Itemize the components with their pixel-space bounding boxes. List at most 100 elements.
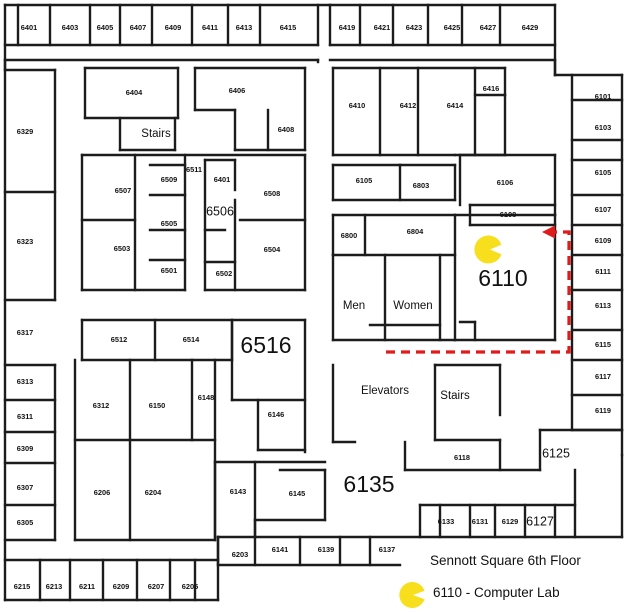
room-number-label: 6512 — [111, 335, 127, 344]
room-number-label: 6803 — [413, 181, 429, 190]
stairs-top-label: Stairs — [141, 128, 171, 140]
room-number-label: 6205 — [182, 582, 198, 591]
room-number-label: 6401 — [21, 23, 37, 32]
stairs-mid-label: Stairs — [440, 390, 470, 402]
room-number-label: 6209 — [113, 582, 129, 591]
room-number-label: 6804 — [407, 227, 424, 236]
room-number-label: 6137 — [379, 545, 395, 554]
legend-computer-lab: 6110 - Computer Lab — [433, 585, 560, 600]
room-number-label: 6800 — [341, 231, 357, 240]
room-number-label: 6416 — [483, 84, 499, 93]
room-number-label: 6407 — [130, 23, 146, 32]
room-number-label: 6421 — [374, 23, 390, 32]
room-number-label: 6204 — [145, 488, 162, 497]
room-number-label: 6103 — [595, 123, 611, 132]
room-number-label: 6213 — [46, 582, 62, 591]
room-number-label: 6203 — [232, 550, 248, 559]
mens-restroom-label: Men — [343, 300, 365, 312]
room-number-label: 6415 — [280, 23, 296, 32]
room-number-label: 6408 — [278, 125, 294, 134]
room-number-label: 6131 — [472, 517, 488, 526]
room-number-label: 6117 — [595, 372, 611, 381]
room-number-label: 6509 — [161, 175, 177, 184]
legend-pacman-shape — [399, 582, 425, 608]
room-number-label: 6305 — [17, 518, 33, 527]
room-number-label: 6313 — [17, 377, 33, 386]
room-number-label: 6502 — [216, 269, 232, 278]
room-number-label: 6133 — [438, 517, 454, 526]
room-number-label: 6412 — [400, 101, 416, 110]
room-number-label: 6501 — [161, 266, 177, 275]
floor-plan-walls — [3, 3, 624, 602]
pacman-icon — [399, 582, 425, 608]
room-6135-label: 6135 — [343, 471, 394, 497]
room-labels: 6401 6403 6405 6407 6409 6411 6413 6415 6419 6421… — [14, 23, 611, 591]
room-number-label: 6118 — [454, 453, 470, 462]
room-number-label: 6329 — [17, 127, 33, 136]
room-6506-label: 6506 — [206, 204, 234, 218]
room-number-label: 6150 — [149, 401, 165, 410]
room-number-label: 6503 — [114, 244, 130, 253]
room-number-label: 6427 — [480, 23, 496, 32]
room-number-label: 6206 — [94, 488, 110, 497]
room-number-label: 6514 — [183, 335, 200, 344]
room-number-label: 6311 — [17, 412, 33, 421]
room-number-label: 6108 — [500, 210, 516, 219]
room-number-label: 6511 — [186, 165, 202, 174]
room-number-label: 6425 — [444, 23, 460, 32]
room-number-label: 6211 — [79, 582, 95, 591]
room-number-label: 6404 — [126, 88, 143, 97]
room-number-label: 6113 — [595, 301, 611, 310]
room-number-label: 6106 — [497, 178, 513, 187]
room-number-label: 6406 — [229, 86, 245, 95]
room-number-label: 6141 — [272, 545, 288, 554]
room-number-label: 6505 — [161, 219, 177, 228]
room-number-label: 6129 — [502, 517, 518, 526]
room-number-label: 6101 — [595, 92, 611, 101]
room-number-label: 6507 — [115, 186, 131, 195]
route-path — [386, 230, 571, 354]
room-number-label: 6429 — [522, 23, 538, 32]
room-number-label: 6105 — [356, 176, 372, 185]
room-number-label: 6508 — [264, 189, 280, 198]
room-number-label: 6403 — [62, 23, 78, 32]
room-number-label: 6215 — [14, 582, 30, 591]
room-number-label: 6401 — [214, 175, 230, 184]
room-6125-label: 6125 — [542, 446, 570, 460]
room-number-label: 6323 — [17, 237, 33, 246]
room-number-label: 6411 — [202, 23, 218, 32]
room-number-label: 6309 — [17, 444, 33, 453]
room-6110-label: 6110 — [478, 265, 527, 291]
room-number-label: 6413 — [236, 23, 252, 32]
room-number-label: 6107 — [595, 205, 611, 214]
arrow-left-icon — [542, 225, 555, 239]
room-number-label: 6414 — [447, 101, 464, 110]
room-number-label: 6410 — [349, 101, 365, 110]
room-number-label: 6105 — [595, 168, 611, 177]
room-number-label: 6207 — [148, 582, 164, 591]
room-6516-label: 6516 — [240, 332, 291, 358]
pacman-icon — [474, 235, 502, 264]
room-number-label: 6145 — [289, 489, 305, 498]
room-number-label: 6111 — [595, 267, 611, 276]
room-6127-label: 6127 — [526, 514, 554, 528]
room-number-label: 6109 — [595, 236, 611, 245]
room-number-label: 6307 — [17, 483, 33, 492]
room-number-label: 6405 — [97, 23, 113, 32]
room-number-label: 6143 — [230, 487, 246, 496]
room-number-label: 6148 — [198, 393, 214, 402]
room-number-label: 6146 — [268, 410, 284, 419]
womens-restroom-label: Women — [393, 300, 432, 312]
map-title: Sennott Square 6th Floor — [430, 553, 581, 568]
room-number-label: 6139 — [318, 545, 334, 554]
room-number-label: 6317 — [17, 328, 33, 337]
room-number-label: 6409 — [165, 23, 181, 32]
elevators-label: Elevators — [361, 385, 409, 397]
route-to-lab — [386, 225, 571, 354]
room-number-label: 6419 — [339, 23, 355, 32]
room-number-label: 6312 — [93, 401, 109, 410]
room-number-label: 6115 — [595, 340, 611, 349]
room-number-label: 6119 — [595, 406, 611, 415]
room-number-label: 6504 — [264, 245, 281, 254]
